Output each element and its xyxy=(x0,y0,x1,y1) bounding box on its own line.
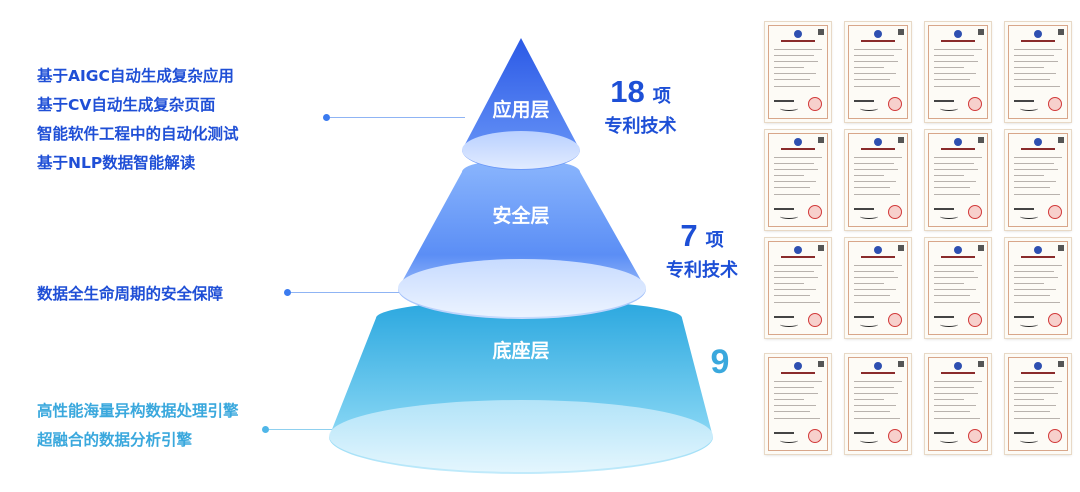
feature-item: 数据全生命周期的安全保障 xyxy=(37,285,224,303)
patent-certificate xyxy=(845,130,911,230)
patent-certificate xyxy=(765,354,831,454)
security-layer-frustum xyxy=(398,159,646,319)
patent-certificate xyxy=(765,130,831,230)
patent-certificate xyxy=(925,238,991,338)
count-unit: 项 xyxy=(705,230,724,251)
middle-connector-dot xyxy=(284,289,291,296)
bottom-connector-line xyxy=(269,429,333,430)
patent-certificate xyxy=(1005,130,1071,230)
count-number: 7 xyxy=(680,218,698,253)
count-unit: 项 xyxy=(652,86,671,107)
patent-certificate xyxy=(925,22,991,122)
patent-certificate xyxy=(845,354,911,454)
bottom-patent-count: 9 xyxy=(700,343,740,382)
feature-item: 智能软件工程中的自动化测试 xyxy=(37,125,239,143)
count-caption: 专利技术 xyxy=(604,116,677,137)
middle-connector-line xyxy=(291,292,403,293)
top-connector-line xyxy=(330,117,465,118)
feature-item: 基于CV自动生成复杂页面 xyxy=(37,96,216,114)
patent-certificate xyxy=(845,22,911,122)
count-caption: 专利技术 xyxy=(666,260,738,281)
count-number: 9 xyxy=(710,343,730,381)
feature-item: 基于AIGC自动生成复杂应用 xyxy=(37,67,234,85)
top-connector-dot xyxy=(323,114,330,121)
patent-certificate xyxy=(765,22,831,122)
base-layer-frustum xyxy=(329,300,713,474)
application-layer-label: 应用层 xyxy=(492,99,550,121)
patent-certificate xyxy=(845,238,911,338)
base-layer-label: 底座层 xyxy=(492,340,550,362)
security-layer-label: 安全层 xyxy=(492,205,550,227)
layer-pyramid xyxy=(329,38,713,474)
feature-item: 超融合的数据分析引擎 xyxy=(37,431,193,449)
patent-certificate xyxy=(1005,22,1071,122)
top-patent-count: 18 项 专利技术 xyxy=(588,74,693,138)
patent-certificate xyxy=(1005,238,1071,338)
feature-item: 高性能海量异构数据处理引擎 xyxy=(37,402,239,420)
patent-certificate xyxy=(1005,354,1071,454)
patent-certificate xyxy=(925,130,991,230)
count-number: 18 xyxy=(610,74,645,109)
patent-certificate xyxy=(765,238,831,338)
bottom-connector-dot xyxy=(262,426,269,433)
feature-item: 基于NLP数据智能解读 xyxy=(37,154,196,172)
application-layer-cone xyxy=(462,38,580,170)
patent-certificate xyxy=(925,354,991,454)
